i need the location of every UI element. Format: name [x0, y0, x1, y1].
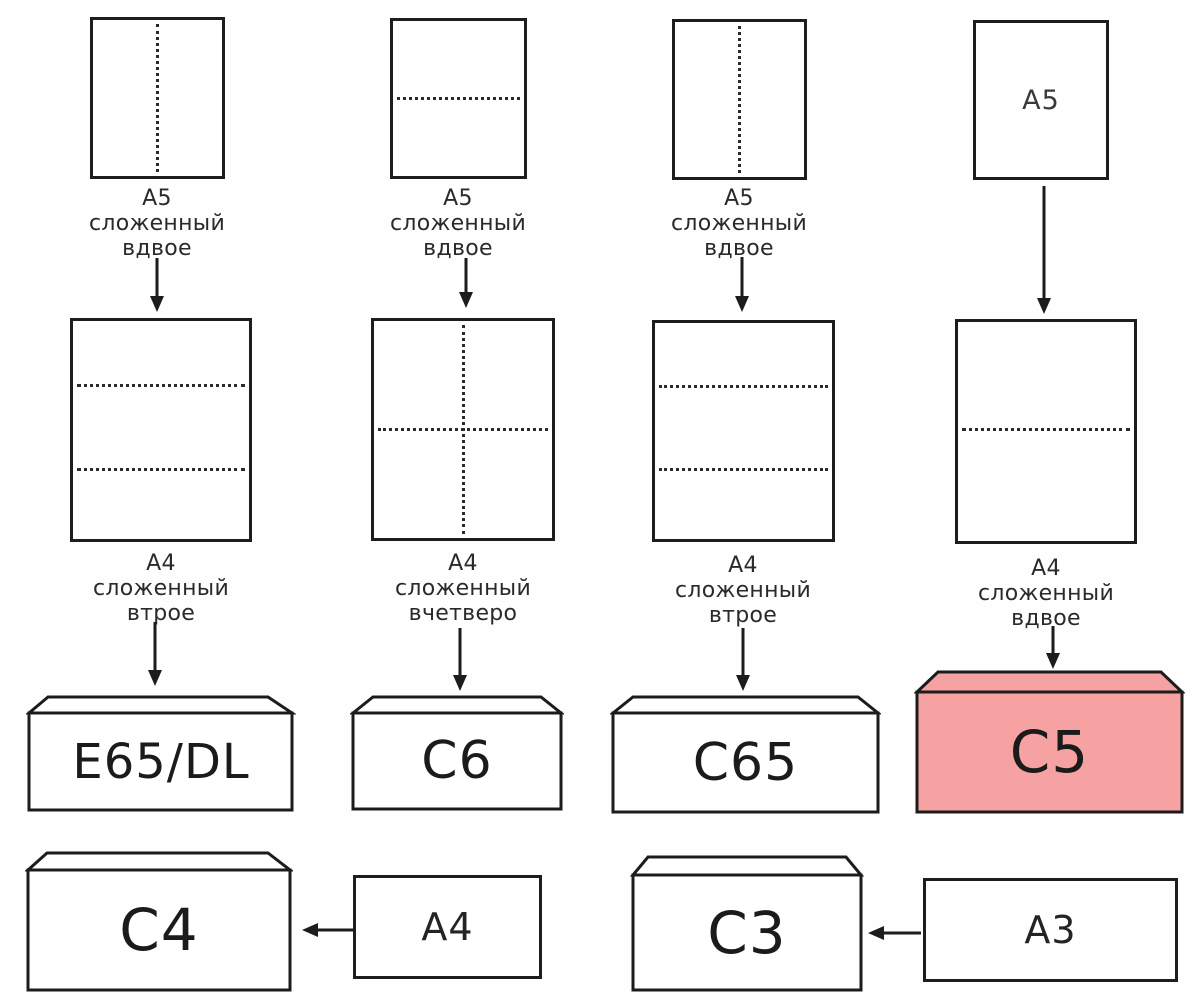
caption-a5-col2: А5 сложенный вдвое	[389, 186, 527, 261]
envelope-c6: C6	[350, 694, 564, 813]
arrow-down-icon	[459, 258, 473, 308]
envelope-label-e65dl: E65/DL	[72, 733, 250, 790]
caption-a4-col1: А4 сложенный втрое	[92, 551, 230, 626]
fold-line-horizontal	[962, 428, 1130, 431]
envelope-shape	[630, 855, 864, 992]
envelope-shape	[350, 695, 564, 811]
arrow-down-icon	[736, 628, 750, 691]
caption-a5-col1: А5 сложенный вдвое	[88, 186, 226, 261]
paper-a3-flat: А3	[923, 878, 1178, 982]
paper-a4-col4	[955, 319, 1137, 544]
envelope-shape	[610, 695, 881, 814]
envelope-c65: C65	[610, 694, 881, 815]
paper-a5-col3	[672, 19, 807, 180]
fold-line-vertical	[156, 24, 159, 172]
paper-a5-col1	[90, 17, 225, 179]
arrow-down-icon	[1046, 626, 1060, 669]
envelope-label-c6: C6	[421, 731, 493, 791]
envelope-label-c5: C5	[1009, 718, 1090, 786]
envelope-shape	[914, 670, 1185, 814]
paper-a3-flat-label: А3	[1024, 908, 1077, 952]
paper-a4-flat-label: А4	[421, 905, 474, 949]
paper-a5-label: А5	[1022, 84, 1060, 116]
fold-line-third-1	[77, 384, 245, 387]
caption-a4-col2: А4 сложенный вчетверо	[394, 551, 532, 626]
fold-line-third-2	[659, 468, 828, 471]
fold-line-third-1	[659, 385, 828, 388]
envelope-c3: C3	[630, 854, 864, 993]
envelope-e65dl: E65/DL	[26, 694, 296, 814]
paper-a4-col2	[371, 318, 555, 541]
caption-a5-col3: А5 сложенный вдвое	[670, 186, 808, 261]
arrow-down-icon	[735, 257, 749, 312]
fold-line-vertical	[738, 26, 741, 173]
arrow-down-icon	[1037, 186, 1051, 314]
envelope-label-c4: C4	[119, 896, 199, 964]
fold-line-horizontal	[378, 428, 548, 431]
paper-a4-col1	[70, 318, 252, 542]
arrow-down-icon	[148, 622, 162, 686]
envelope-c4: C4	[25, 850, 293, 993]
paper-a5-col2	[390, 18, 527, 179]
envelope-label-c3: C3	[707, 898, 787, 967]
fold-line-third-2	[77, 468, 245, 471]
paper-a4-flat: А4	[353, 875, 542, 979]
paper-a4-col3	[652, 320, 835, 542]
envelope-shape	[26, 695, 296, 812]
arrow-down-icon	[453, 628, 467, 691]
caption-a4-col4: А4 сложенный вдвое	[977, 556, 1115, 631]
arrow-down-icon	[150, 258, 164, 312]
caption-a4-col3: А4 сложенный втрое	[674, 553, 812, 628]
fold-line-horizontal	[397, 97, 520, 100]
paper-a5-col4: А5	[973, 20, 1109, 180]
arrow-left-icon	[868, 926, 921, 940]
envelope-c5-highlighted: C5	[914, 669, 1185, 815]
envelope-label-c65: C65	[692, 732, 799, 793]
envelope-shape	[25, 851, 293, 992]
arrow-left-icon	[302, 923, 353, 937]
